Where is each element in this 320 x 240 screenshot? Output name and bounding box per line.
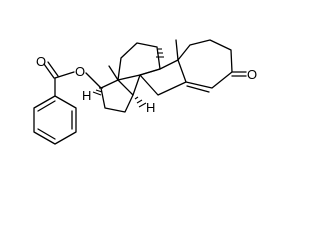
carbonyl-oxygen-label: O	[36, 54, 46, 69]
chemical-structure-diagram: O O O H H	[33, 39, 257, 145]
hydrogen-label-c17: H	[82, 88, 91, 103]
hashed-bond-h14	[134, 96, 147, 108]
ring-b	[139, 59, 187, 96]
methyl-c13	[108, 65, 119, 81]
methyl-groups	[108, 39, 179, 81]
ketone-oxygen-label: O	[247, 67, 257, 82]
benzene-ring	[33, 95, 77, 145]
ester-oxygen-label: O	[75, 64, 85, 79]
hashed-bond-h17	[92, 87, 103, 96]
hydrogen-label-c14: H	[146, 100, 155, 115]
ester-group	[43, 61, 102, 97]
ring-d	[100, 79, 134, 113]
hashed-bond-c9	[156, 48, 164, 58]
ring-a	[177, 39, 247, 93]
methyl-c10	[175, 39, 179, 61]
